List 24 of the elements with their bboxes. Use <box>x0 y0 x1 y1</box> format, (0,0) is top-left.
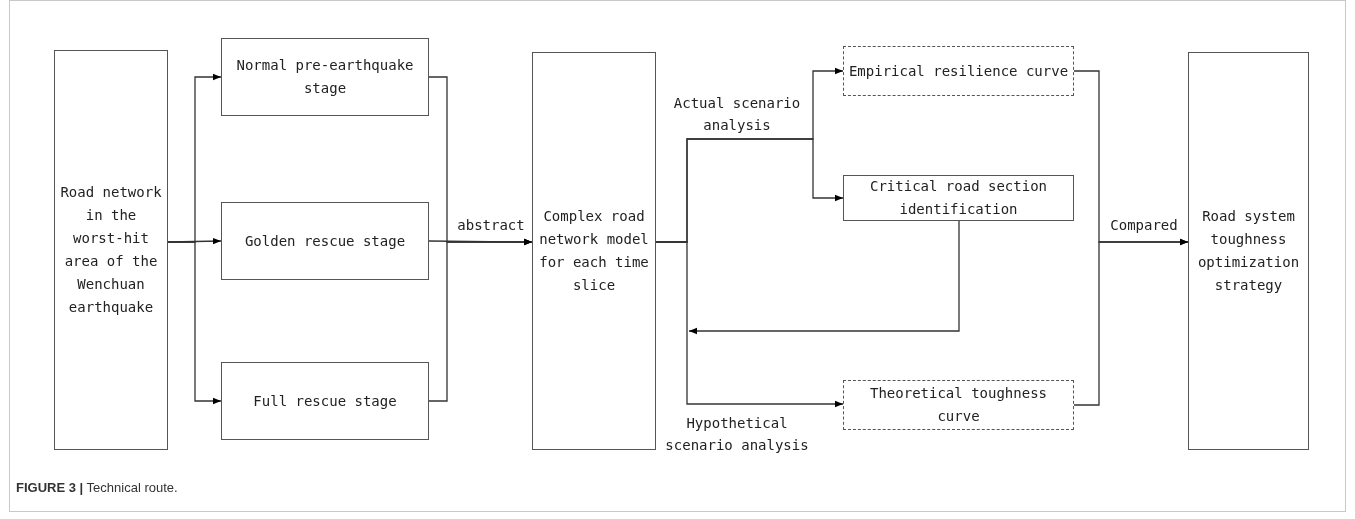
process-box <box>843 175 1074 221</box>
process-box <box>843 380 1074 430</box>
node-text: Golden rescue stage <box>244 231 406 251</box>
node-text: Empirical resilience curve <box>848 61 1069 81</box>
arrow <box>688 220 960 335</box>
process-box <box>54 50 168 450</box>
process-box <box>532 52 656 450</box>
node-text: Critical road section identification <box>869 177 1048 219</box>
arrow <box>1073 238 1189 406</box>
node-text: Theoretical toughness curve <box>869 384 1048 426</box>
process-box <box>1188 52 1309 450</box>
process-box <box>221 38 429 116</box>
process-box <box>221 362 429 440</box>
node-text: Road network in the worst-hit area of the Wenchuan earthquake <box>59 183 163 317</box>
arrow <box>428 238 533 402</box>
node-text: Complex road network model for each time slice <box>538 207 650 295</box>
node-text: Normal pre-earthquake stage <box>235 56 415 98</box>
arrow <box>167 241 222 405</box>
arrow <box>655 241 844 408</box>
figure-caption: FIGURE 3 | Technical route. <box>16 479 178 497</box>
process-box <box>221 202 429 280</box>
process-box <box>843 46 1074 96</box>
node-text: Full rescue stage <box>253 391 397 411</box>
node-text: Road system toughness optimization strategy <box>1196 207 1301 295</box>
